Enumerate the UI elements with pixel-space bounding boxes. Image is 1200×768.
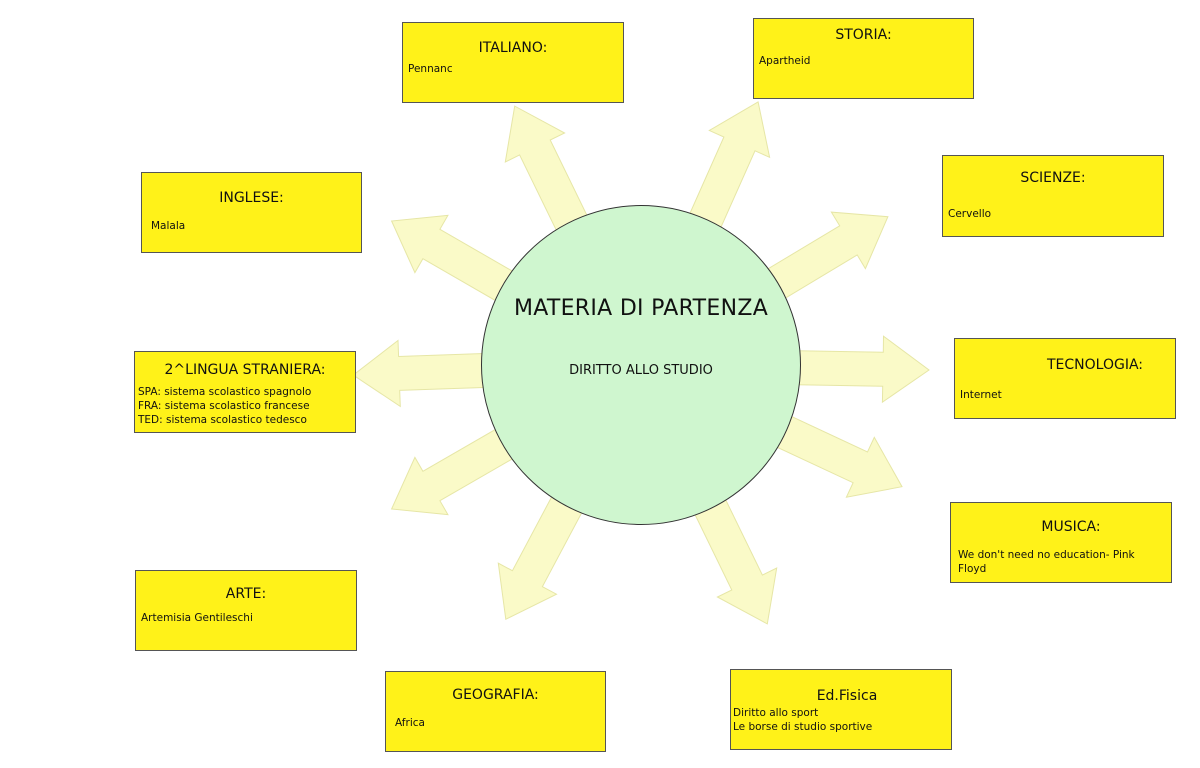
box-line: TED: sistema scolastico tedesco <box>138 414 307 426</box>
box-line: Diritto allo sport <box>733 707 819 719</box>
center-subtitle: DIRITTO ALLO STUDIO <box>569 363 713 378</box>
box-line: Artemisia Gentileschi <box>141 612 253 624</box>
box-title: STORIA: <box>835 27 892 43</box>
box-title: SCIENZE: <box>1020 170 1086 186</box>
box-line: Floyd <box>958 563 987 575</box>
box-tecnologia: TECNOLOGIA: Internet <box>954 338 1176 419</box>
center-circle <box>481 205 801 525</box>
box-arte: ARTE: Artemisia Gentileschi <box>135 570 357 651</box>
box-lingua-straniera: 2^LINGUA STRANIERA: SPA: sistema scolast… <box>134 351 356 433</box>
box-title: TECNOLOGIA: <box>1046 357 1143 373</box>
box-line: Cervello <box>948 208 992 220</box>
box-storia: STORIA: Apartheid <box>753 18 974 99</box>
box-line: Malala <box>151 220 186 232</box>
box-inglese: INGLESE: Malala <box>141 172 362 253</box>
box-title: 2^LINGUA STRANIERA: <box>164 362 326 378</box>
box-line: Pennanc <box>408 63 453 75</box>
box-line: We don't need no education- Pink <box>958 549 1135 561</box>
box-title: ITALIANO: <box>478 40 548 56</box>
box-geografia: GEOGRAFIA: Africa <box>385 671 606 752</box>
box-line: FRA: sistema scolastico francese <box>138 400 310 412</box>
box-title: INGLESE: <box>219 190 284 206</box>
box-title: GEOGRAFIA: <box>452 687 539 703</box>
box-title: Ed.Fisica <box>816 688 878 704</box>
box-line: Apartheid <box>759 55 811 67</box>
box-line: SPA: sistema scolastico spagnolo <box>138 386 312 398</box>
box-title: MUSICA: <box>1041 519 1101 535</box>
box-musica: MUSICA: We don't need no education- Pink… <box>950 502 1172 583</box>
box-italiano: ITALIANO: Pennanc <box>402 22 624 103</box>
box-ed-fisica: Ed.Fisica Diritto allo sport Le borse di… <box>730 669 952 750</box>
box-line: Internet <box>960 389 1002 401</box>
box-line: Le borse di studio sportive <box>733 721 873 733</box>
center-title: MATERIA DI PARTENZA <box>513 296 769 321</box>
box-title: ARTE: <box>225 586 267 602</box>
box-line: Africa <box>395 717 425 729</box>
box-scienze: SCIENZE: Cervello <box>942 155 1164 237</box>
